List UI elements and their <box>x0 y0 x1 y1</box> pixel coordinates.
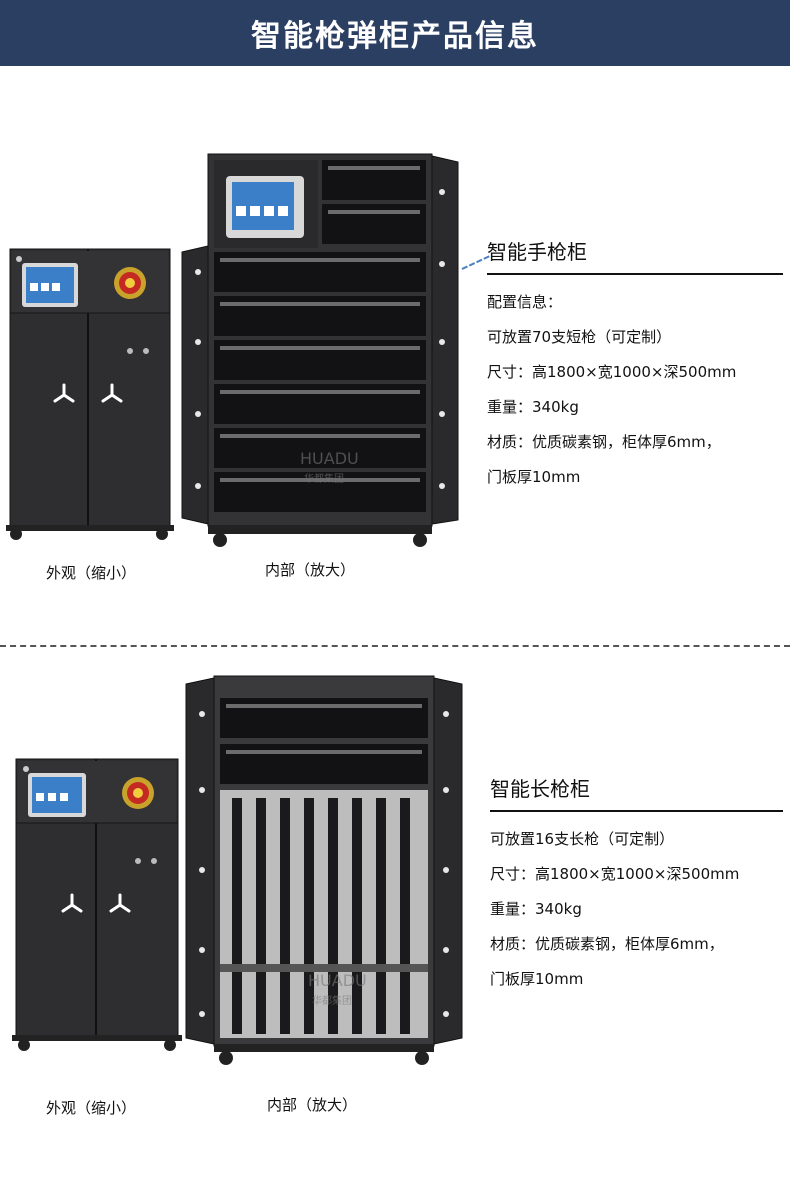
long-gun-exterior-caption: 外观（缩小） <box>46 1099 137 1117</box>
pistol-cabinet-exterior-image <box>6 247 174 542</box>
pistol-spec-title: 智能手枪柜 <box>487 240 587 264</box>
pistol-interior-caption: 内部（放大） <box>265 561 356 579</box>
pistol-cabinet-interior-image: HUADU 华都集团 <box>180 152 460 550</box>
pistol-spec-line: 配置信息： <box>487 293 563 311</box>
pistol-spec-line: 可放置70支短枪（可定制） <box>487 328 672 346</box>
pistol-spec-line: 重量：340kg <box>487 398 579 416</box>
long-gun-cabinet-exterior-image <box>12 757 182 1053</box>
watermark-chinese: 华都集团 <box>312 994 352 1007</box>
pistol-exterior-caption: 外观（缩小） <box>46 564 137 582</box>
watermark-chinese: 华都集团 <box>304 472 344 485</box>
pistol-spec-line: 门板厚10mm <box>487 468 581 486</box>
long-gun-spec-line: 材质：优质碳素钢，柜体厚6mm， <box>490 935 724 953</box>
long-gun-spec-line: 可放置16支长枪（可定制） <box>490 830 675 848</box>
pistol-spec-rule <box>487 273 783 275</box>
pistol-spec-panel: 智能手枪柜 配置信息： 可放置70支短枪（可定制） 尺寸：高1800×宽1000… <box>487 236 783 495</box>
pistol-spec-line: 材质：优质碳素钢，柜体厚6mm， <box>487 433 721 451</box>
long-gun-spec-rule <box>490 810 783 812</box>
pistol-spec-line: 尺寸：高1800×宽1000×深500mm <box>487 363 737 381</box>
watermark-latin: HUADU <box>300 449 359 468</box>
header-banner: 智能枪弹柜产品信息 <box>0 0 790 66</box>
section-divider <box>0 645 790 647</box>
long-gun-spec-line: 重量：340kg <box>490 900 582 918</box>
long-gun-spec-panel: 智能长枪柜 可放置16支长枪（可定制） 尺寸：高1800×宽1000×深500m… <box>490 773 783 997</box>
pistol-connector-line <box>461 255 490 270</box>
long-gun-interior-caption: 内部（放大） <box>267 1096 358 1114</box>
long-gun-cabinet-interior-image: HUADU 华都集团 <box>184 674 464 1066</box>
long-gun-spec-line: 尺寸：高1800×宽1000×深500mm <box>490 865 740 883</box>
long-gun-spec-line: 门板厚10mm <box>490 970 584 988</box>
watermark-latin: HUADU <box>308 971 367 990</box>
page-title: 智能枪弹柜产品信息 <box>251 19 539 54</box>
long-gun-spec-title: 智能长枪柜 <box>490 777 590 801</box>
